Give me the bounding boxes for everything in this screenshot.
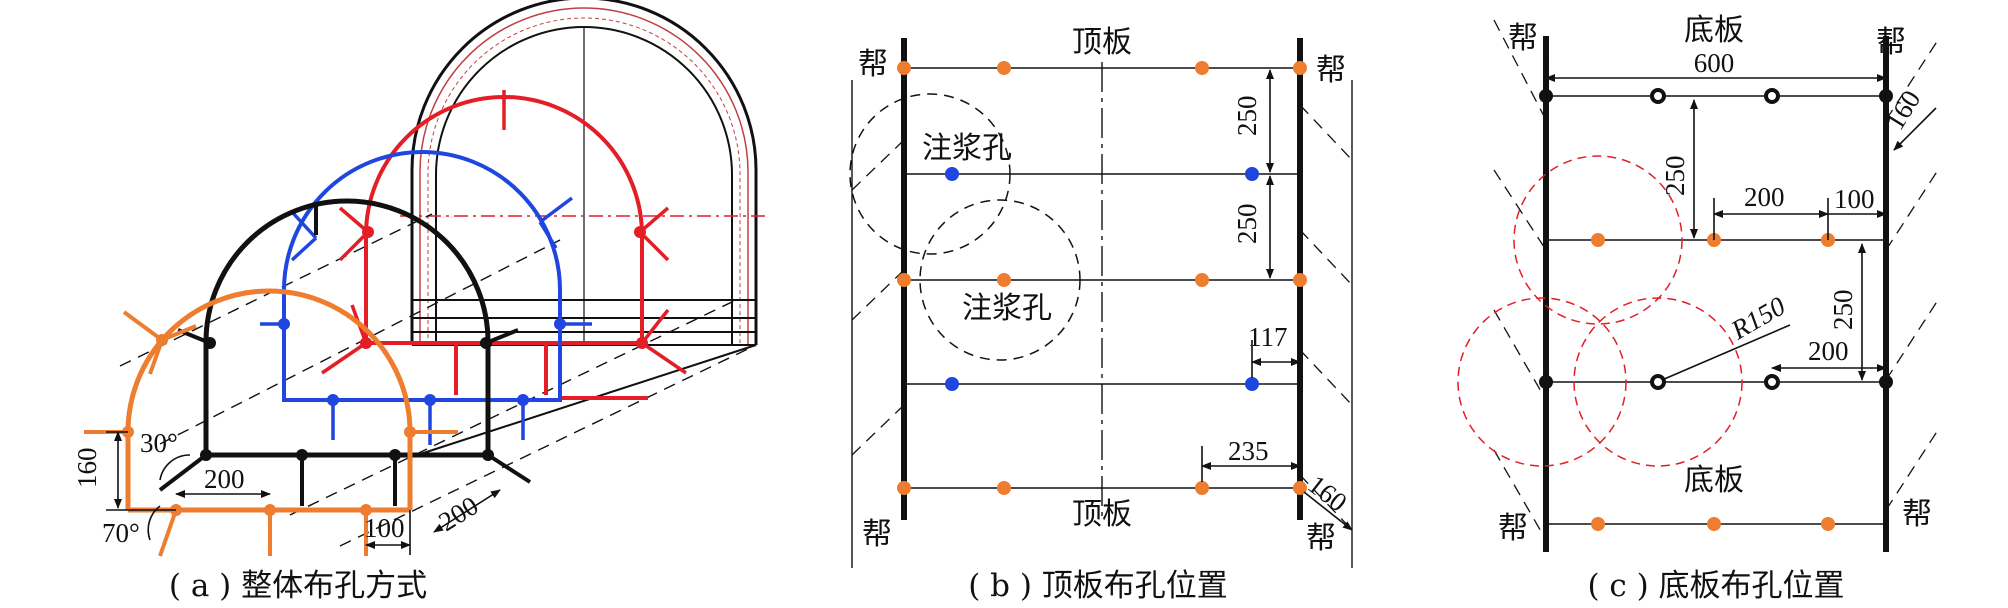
grout-hole-label-2: 注浆孔 [962,291,1052,326]
panel-c-dim-lines [1545,62,1937,381]
b-bottom-label: 顶板 [1072,497,1132,532]
panel-b-dim-lines [1201,69,1353,531]
panel-c-black-holes [1539,88,1893,390]
panel-b-hatching [851,104,1353,531]
blue-profile [260,150,592,445]
b-top-label: 顶板 [1072,25,1132,60]
c-side-br: 帮 [1902,497,1932,532]
angle-70: 70° [102,518,140,548]
b-dim-250-a: 250 [1232,96,1262,137]
b-side-br: 帮 [1306,521,1336,556]
c-dim-250-b: 250 [1828,290,1858,331]
b-dim-117: 117 [1248,322,1288,352]
c-dim-200-a: 200 [1744,182,1785,212]
panel-b-orange-holes [897,61,1307,495]
c-side-bl: 帮 [1498,511,1528,546]
b-side-tl: 帮 [858,47,888,82]
panel-c-hatching [1493,19,1939,541]
c-mid-label: 底板 [1684,463,1744,498]
c-dim-r150: R150 [1725,290,1791,345]
c-dim-100: 100 [1834,184,1875,214]
dim-160-a: 160 [72,448,102,489]
dim-200-a: 200 [204,464,245,494]
c-top-label: 底板 [1684,13,1744,48]
dim-100-a: 100 [364,513,405,543]
c-dim-250-a: 250 [1660,156,1690,197]
concrete-lining [400,0,770,346]
panel-c-grout-circles [1457,155,1743,467]
caption-a: ( a ) 整体布孔方式 [169,568,427,604]
red-profile [321,90,687,400]
c-side-tl: 帮 [1508,21,1538,56]
b-side-tr: 帮 [1316,53,1346,88]
b-dim-250-b: 250 [1232,204,1262,245]
caption-c: ( c ) 底板布孔位置 [1587,568,1844,604]
b-dim-160: 160 [1302,469,1352,518]
angle-30: 30° [140,428,178,458]
grout-hole-label-1: 注浆孔 [922,131,1012,166]
panel-c: 底板 底板 帮 帮 帮 帮 600 160 250 200 100 250 R1… [1457,13,1939,604]
panel-a-dimensions [106,431,501,555]
panel-b-blue-holes [945,167,1259,391]
b-side-bl: 帮 [862,517,892,552]
black-profile [158,198,532,506]
c-dim-200-b: 200 [1808,336,1849,366]
panel-a: 160 30° 200 70° 100 200 ( a ) 整体布孔方式 [72,0,770,604]
panel-c-orange-holes [1591,233,1835,531]
perspective-lines [119,213,757,547]
panel-b: 顶板 顶板 帮 帮 帮 帮 注浆孔 注浆孔 250 250 117 235 16… [849,25,1353,604]
c-dim-600: 600 [1694,48,1735,78]
caption-b: ( b ) 顶板布孔位置 [968,568,1228,604]
c-side-tr: 帮 [1876,25,1906,60]
b-dim-235: 235 [1228,436,1269,466]
